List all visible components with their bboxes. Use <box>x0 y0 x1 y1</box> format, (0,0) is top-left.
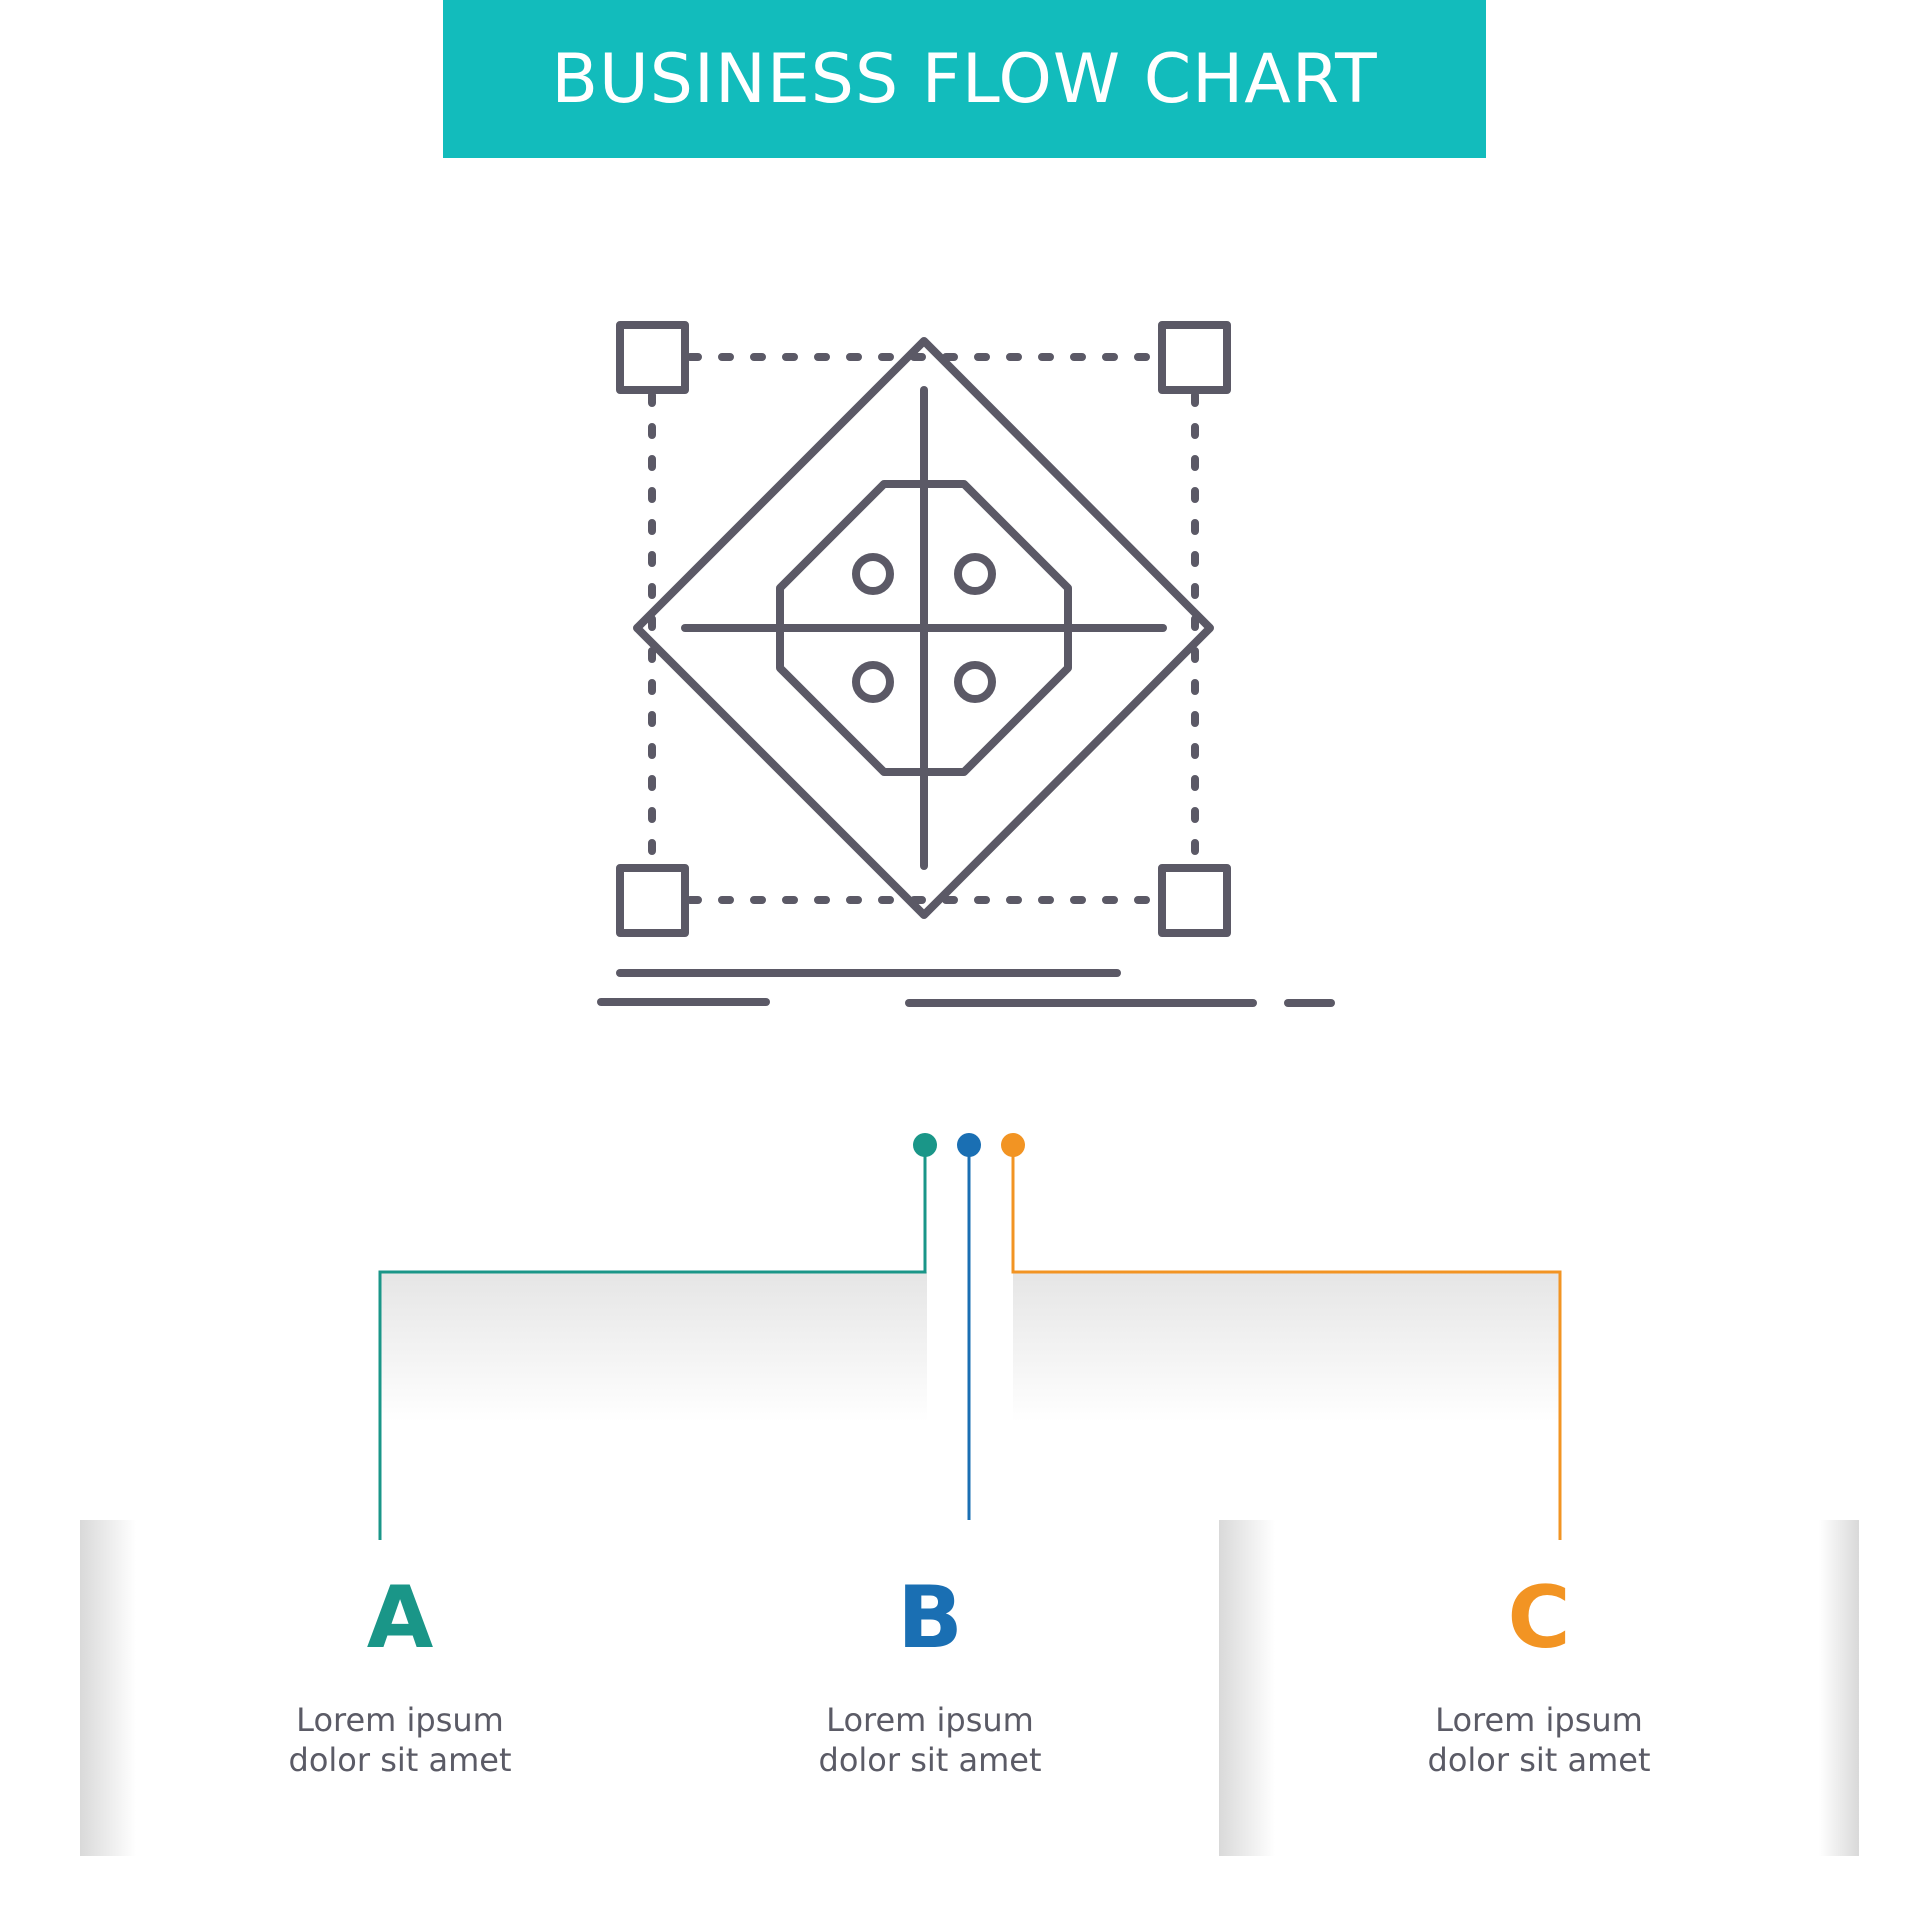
branch-shade-right <box>1013 1272 1560 1422</box>
circle-bl <box>852 661 894 703</box>
step-letter-c: C <box>1507 1568 1571 1668</box>
diamond-shape <box>633 337 1214 919</box>
circle-tr <box>954 553 996 595</box>
step-text-a-line1: Lorem ipsum <box>296 1701 504 1739</box>
step-box-b: B Lorem ipsum dolor sit amet <box>640 1520 1220 1856</box>
step-text-c: Lorem ipsum dolor sit amet <box>1219 1700 1859 1780</box>
box-shadow-left <box>1219 1520 1275 1856</box>
page-title: BUSINESS FLOW CHART <box>551 39 1378 119</box>
header-banner: BUSINESS FLOW CHART <box>443 0 1486 158</box>
step-letter-a: A <box>366 1568 434 1668</box>
connector-c <box>1011 1146 1562 1540</box>
step-text-a-line2: dolor sit amet <box>288 1741 512 1779</box>
connector-dot-a <box>913 1133 937 1157</box>
octagon-shape <box>776 480 1072 776</box>
step-text-c-line1: Lorem ipsum <box>1435 1701 1643 1739</box>
circle-tl <box>852 553 894 595</box>
step-text-b: Lorem ipsum dolor sit amet <box>640 1700 1220 1780</box>
branch-shade-left <box>380 1272 927 1422</box>
connector-dot-c <box>1001 1133 1025 1157</box>
step-letter-b: B <box>897 1568 963 1668</box>
step-box-c: C Lorem ipsum dolor sit amet <box>1219 1520 1859 1856</box>
step-text-c-line2: dolor sit amet <box>1427 1741 1651 1779</box>
connector-a <box>378 1146 927 1540</box>
box-shadow-right <box>1819 1520 1859 1856</box>
corner-square-tl <box>616 321 689 394</box>
step-text-a: Lorem ipsum dolor sit amet <box>80 1700 720 1780</box>
corner-square-bl <box>616 864 689 937</box>
circle-br <box>954 661 996 703</box>
corner-square-br <box>1158 864 1231 937</box>
connector-dot-b <box>957 1133 981 1157</box>
step-text-b-line2: dolor sit amet <box>818 1741 1042 1779</box>
dotted-frame <box>648 353 1199 904</box>
corner-square-tr <box>1158 321 1231 394</box>
step-text-b-line1: Lorem ipsum <box>826 1701 1034 1739</box>
box-shadow-left <box>80 1520 136 1856</box>
